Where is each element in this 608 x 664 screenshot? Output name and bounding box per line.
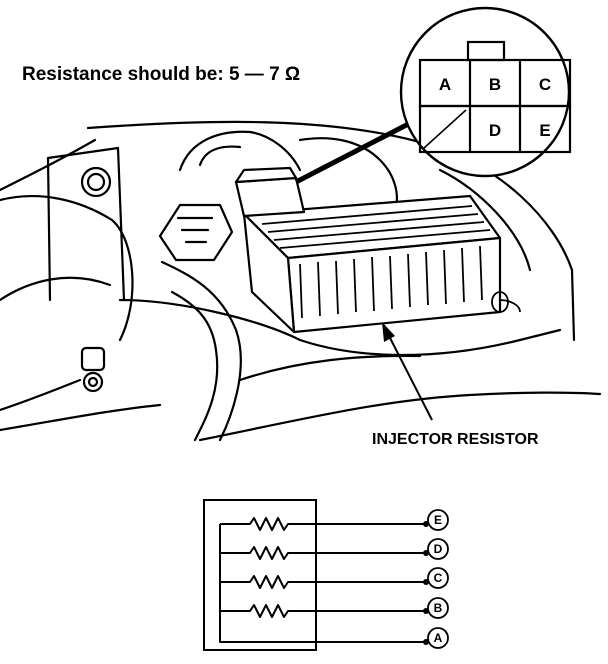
connector-pin-a: A bbox=[439, 75, 451, 94]
resistor-schematic: E D C B A bbox=[203, 499, 449, 651]
schematic-housing bbox=[203, 499, 317, 651]
terminal-d-label: D bbox=[434, 542, 443, 556]
resistor-cooling-fins bbox=[261, 205, 521, 319]
terminal-c-label: C bbox=[434, 571, 443, 585]
connector-pin-e: E bbox=[539, 121, 550, 140]
terminal-c-circle bbox=[427, 567, 449, 589]
connector-pin-b: B bbox=[489, 75, 501, 94]
connector-pin-d: D bbox=[489, 121, 501, 140]
terminal-e-circle bbox=[427, 509, 449, 531]
engine-bay-drawing bbox=[0, 120, 602, 442]
resistor-b bbox=[220, 604, 424, 618]
resistor-c bbox=[220, 575, 424, 589]
terminal-e-label: E bbox=[434, 513, 442, 527]
connector-callout: A B C D E bbox=[399, 6, 572, 178]
injector-resistor-label: INJECTOR RESISTOR bbox=[372, 431, 539, 448]
resistor-pointer-arrow bbox=[382, 322, 433, 421]
common-bus-line bbox=[219, 524, 424, 643]
injector-resistor-module bbox=[234, 166, 502, 334]
terminal-d-circle bbox=[427, 538, 449, 560]
connector-leader-line bbox=[294, 115, 422, 185]
terminal-a-label: A bbox=[434, 631, 443, 645]
connector-pin-c: C bbox=[539, 75, 551, 94]
resistance-spec-text: Resistance should be: 5 — 7 Ω bbox=[22, 64, 300, 85]
terminal-b-circle bbox=[427, 597, 449, 619]
terminal-a-circle bbox=[427, 627, 449, 649]
terminal-b-label: B bbox=[434, 601, 443, 615]
resistor-d bbox=[220, 546, 424, 560]
resistor-e bbox=[220, 517, 424, 531]
